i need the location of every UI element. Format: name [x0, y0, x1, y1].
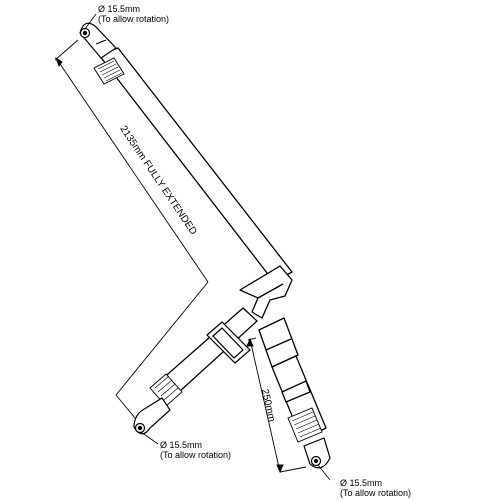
- lower-right-anchor-bracket: [303, 437, 331, 469]
- top-stitch-label: [93, 57, 125, 85]
- leader-lines: [84, 13, 331, 481]
- lower-left-anchor-annotation: Ø 15.5mm (To allow rotation): [160, 440, 231, 460]
- lower-right-anchor-annotation: Ø 15.5mm (To allow rotation): [340, 478, 411, 498]
- lower-right-anchor-note: (To allow rotation): [340, 488, 412, 498]
- lower-right-anchor-diameter: Ø 15.5mm: [340, 478, 383, 488]
- top-anchor-bracket: [79, 22, 117, 59]
- buckle-length-dimension: [246, 337, 307, 474]
- buckle-receptacle: [258, 317, 299, 368]
- overall-length-dimension: [54, 39, 209, 419]
- top-anchor-note: (To allow rotation): [98, 14, 170, 24]
- top-anchor-diameter: Ø 15.5mm: [98, 4, 141, 14]
- latch-tongue: [239, 265, 293, 319]
- lap-adjuster: [206, 321, 251, 364]
- buckle-stitch-label: [287, 407, 323, 443]
- lower-left-anchor-bracket: [133, 397, 171, 435]
- lower-left-anchor-diameter: Ø 15.5mm: [160, 440, 203, 450]
- lower-left-anchor-note: (To allow rotation): [160, 450, 232, 460]
- top-anchor-annotation: Ø 15.5mm (To allow rotation): [98, 4, 169, 24]
